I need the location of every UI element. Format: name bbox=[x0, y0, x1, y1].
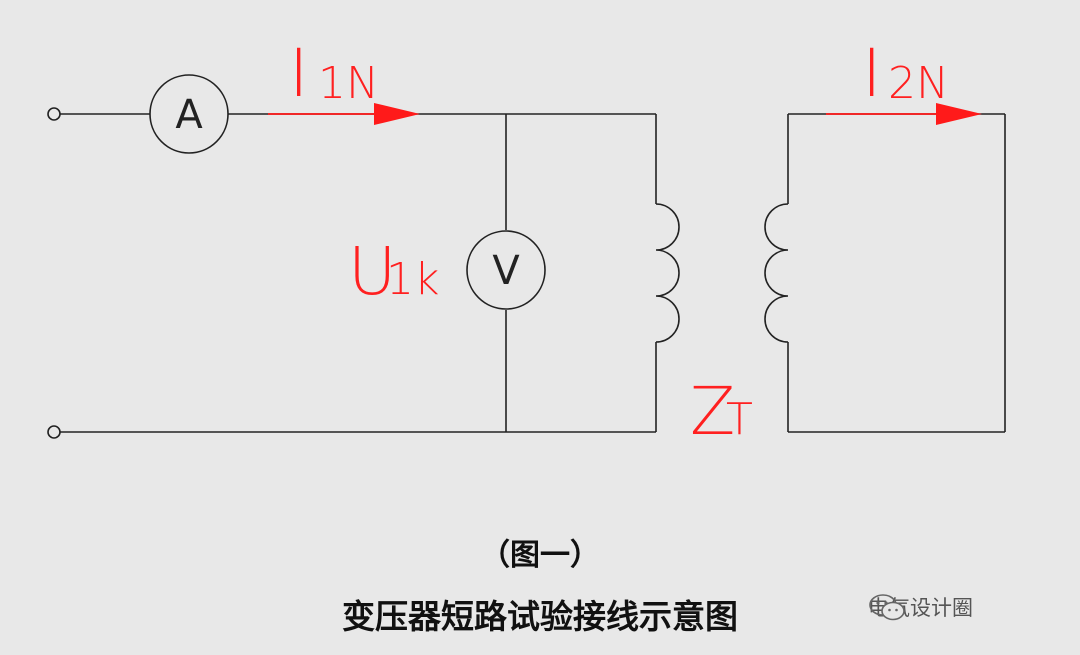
label-i2n-sub: 2N bbox=[888, 58, 949, 109]
voltmeter bbox=[466, 230, 546, 310]
current-arrow-primary-head bbox=[374, 103, 420, 125]
label-i1n-main: I bbox=[289, 35, 308, 112]
label-u1k-sub: 1k bbox=[386, 254, 439, 305]
figure-number: （图一） bbox=[480, 538, 600, 573]
label-zt-sub: T bbox=[726, 394, 753, 445]
input-terminal-top bbox=[47, 107, 61, 121]
input-terminal-bottom bbox=[47, 425, 61, 439]
watermark: 电气设计圈 bbox=[868, 592, 973, 622]
current-arrow-secondary-head bbox=[936, 103, 982, 125]
label-zt-main: Z bbox=[690, 373, 735, 450]
label-i1n-sub: 1N bbox=[318, 58, 379, 109]
label-i2n-main: I bbox=[862, 35, 881, 112]
ammeter-label: A bbox=[175, 92, 203, 138]
primary-coil bbox=[655, 203, 680, 343]
voltmeter-label: V bbox=[492, 248, 520, 294]
wechat-icon bbox=[869, 594, 905, 621]
ammeter bbox=[149, 74, 229, 154]
label-u1k-main: U bbox=[348, 233, 396, 310]
figure-title: 变压器短路试验接线示意图 bbox=[342, 597, 738, 636]
secondary-coil bbox=[764, 203, 789, 343]
